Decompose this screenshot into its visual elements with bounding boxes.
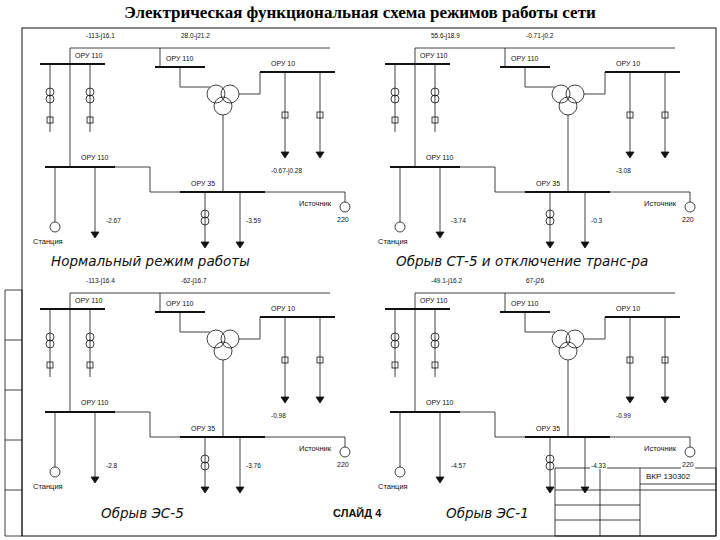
- value-label: -0.67-j0.28: [270, 167, 303, 174]
- value-label: -3.76: [245, 462, 262, 469]
- value-label: ОРУ 110: [74, 297, 104, 305]
- value-label: ОРУ 110: [419, 52, 449, 60]
- value-label: ОРУ 35: [535, 180, 561, 188]
- value-label: ОРУ 10: [270, 60, 296, 68]
- value-label: -3.59: [245, 217, 262, 224]
- mode-title: Обрыв ЭС-1: [445, 506, 530, 522]
- value-label: -4.33: [590, 462, 607, 469]
- page-title: Электрическая функциональная схема режим…: [0, 3, 720, 23]
- value-label: ОРУ 110: [425, 399, 455, 407]
- value-label: -0.99: [615, 412, 632, 419]
- value-label: Станция: [32, 238, 64, 247]
- value-label: 28.0-j21.2: [180, 32, 211, 39]
- value-label: Источник: [298, 200, 332, 209]
- value-label: Станция: [377, 238, 409, 247]
- value-label: ОРУ 110: [510, 55, 540, 63]
- value-label: -0.71-j0.2: [525, 32, 554, 39]
- quadrant: [385, 48, 695, 248]
- value-label: ОРУ 35: [535, 425, 561, 433]
- mode-title: Обрыв ЭС-5: [100, 506, 185, 522]
- value-label: -3.08: [615, 167, 632, 174]
- value-label: Станция: [377, 483, 409, 492]
- stamp-code: ВКР 130302: [645, 472, 691, 481]
- value-label: 55.6-j18.9: [430, 32, 461, 39]
- value-label: ОРУ 110: [80, 154, 110, 162]
- value-label: 220: [336, 461, 350, 469]
- value-label: -0.98: [270, 412, 287, 419]
- value-label: 220: [681, 461, 695, 469]
- value-label: -113-j16.4: [85, 277, 116, 284]
- mode-title: Обрыв СТ-5 и отключение транс-ра: [395, 254, 649, 270]
- value-label: ОРУ 110: [165, 55, 195, 63]
- value-label: ОРУ 110: [80, 399, 110, 407]
- quadrant: [40, 48, 350, 248]
- value-label: ОРУ 110: [510, 300, 540, 308]
- frame: [22, 28, 716, 536]
- value-label: Станция: [32, 483, 64, 492]
- value-label: -49.1-j16.2: [430, 277, 463, 284]
- value-label: 67-j26: [525, 277, 545, 284]
- value-label: 220: [336, 216, 350, 224]
- value-label: -2.8: [105, 462, 118, 469]
- slide-number: СЛАЙД 4: [332, 507, 382, 520]
- title-stamp: [555, 468, 716, 536]
- value-label: ОРУ 110: [74, 52, 104, 60]
- value-label: 220: [681, 216, 695, 224]
- value-label: ОРУ 10: [270, 305, 296, 313]
- value-label: ОРУ 10: [615, 60, 641, 68]
- value-label: ОРУ 110: [425, 154, 455, 162]
- mode-title: Нормальный режим работы: [50, 254, 251, 270]
- value-label: Источник: [643, 445, 677, 454]
- quadrant: [385, 293, 695, 493]
- quadrant: [40, 293, 350, 493]
- value-label: ОРУ 110: [165, 300, 195, 308]
- value-label: ОРУ 110: [419, 297, 449, 305]
- frame-strip: [5, 290, 22, 536]
- value-label: -0.3: [590, 217, 603, 224]
- value-label: -4.57: [450, 462, 467, 469]
- value-label: Источник: [298, 445, 332, 454]
- value-label: -3.74: [450, 217, 467, 224]
- value-label: -113-j16.1: [85, 32, 116, 39]
- value-label: ОРУ 10: [615, 305, 641, 313]
- value-label: ОРУ 35: [190, 425, 216, 433]
- value-label: Источник: [643, 200, 677, 209]
- value-label: -62-j16.7: [180, 277, 208, 284]
- value-label: -2.67: [105, 217, 122, 224]
- value-label: ОРУ 35: [190, 180, 216, 188]
